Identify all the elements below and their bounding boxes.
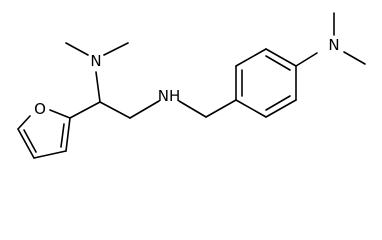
benzene-ring (235, 48, 297, 118)
furan-bond-c4-c5 (17, 128, 35, 159)
backbone: NH (99, 87, 237, 119)
furan-bond-c2-c3 (65, 117, 71, 152)
atom-n-right: N (328, 36, 339, 54)
left-dimethylamino-group: N (65, 42, 129, 103)
bond-left-methyl-1 (65, 42, 89, 56)
benzene-inner-bond-b (265, 55, 291, 71)
bond-nh-to-benzyl-ch2 (178, 100, 207, 118)
furan-bond-c2-c3-inner (60, 123, 65, 148)
atom-n-left: N (90, 52, 101, 70)
furan-ring: O (17, 100, 101, 159)
atom-nh-center: NH (158, 87, 181, 105)
bond-ch2-to-nh (129, 100, 160, 119)
molecule-structure: N NH O N (17, 12, 366, 159)
bond-ch-to-ch2 (99, 101, 131, 119)
right-dimethylamino-group: N (295, 12, 366, 67)
benzene-bond-5 (265, 99, 297, 118)
benzene-bond-2 (235, 48, 267, 67)
benzene-bond-3 (265, 48, 297, 67)
bond-left-n-to-ch (95, 71, 101, 103)
benzene-inner-bond-c (265, 95, 291, 111)
bond-benzyl-ch2-to-ring (205, 99, 237, 118)
furan-bond-c3-c4 (33, 150, 67, 159)
bond-ch-to-furan (69, 101, 101, 119)
bond-left-methyl-2 (103, 42, 129, 56)
furan-bond-o-c2 (49, 109, 71, 119)
bond-ring-to-n-right (295, 52, 318, 67)
atom-furan-oxygen: O (34, 100, 46, 118)
bond-right-methyl-2 (343, 51, 366, 65)
furan-bond-c4-c5-inner (23, 129, 37, 153)
furan-bond-c5-o (17, 115, 31, 130)
benzene-bond-6 (235, 99, 267, 118)
